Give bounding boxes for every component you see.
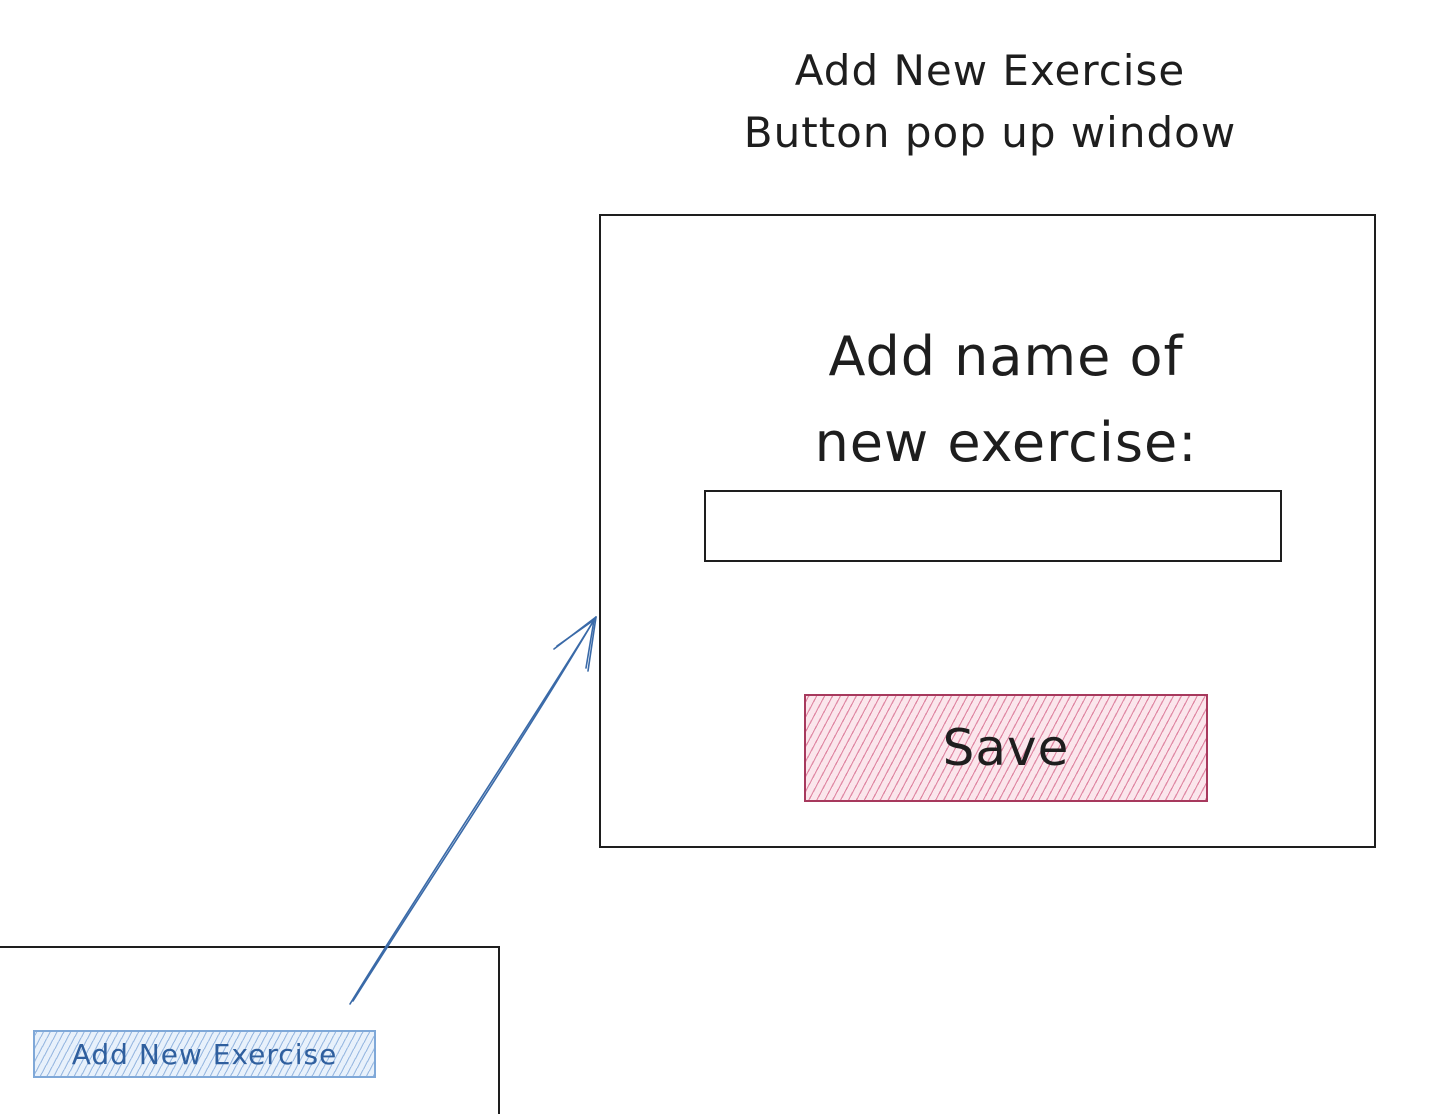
- diagram-caption: Add New Exercise Button pop up window: [690, 40, 1290, 164]
- add-new-exercise-button[interactable]: Add New Exercise: [33, 1030, 376, 1078]
- popup-prompt-line-2: new exercise:: [814, 411, 1198, 474]
- exercise-name-input[interactable]: [704, 490, 1282, 562]
- popup-window: Add name of new exercise: Save: [599, 214, 1376, 848]
- popup-prompt: Add name of new exercise:: [751, 314, 1261, 486]
- caption-line-1: Add New Exercise: [794, 46, 1186, 95]
- caption-line-2: Button pop up window: [743, 108, 1237, 157]
- popup-prompt-line-1: Add name of: [828, 325, 1184, 388]
- arrow-head: [553, 616, 597, 672]
- save-button[interactable]: Save: [804, 694, 1208, 802]
